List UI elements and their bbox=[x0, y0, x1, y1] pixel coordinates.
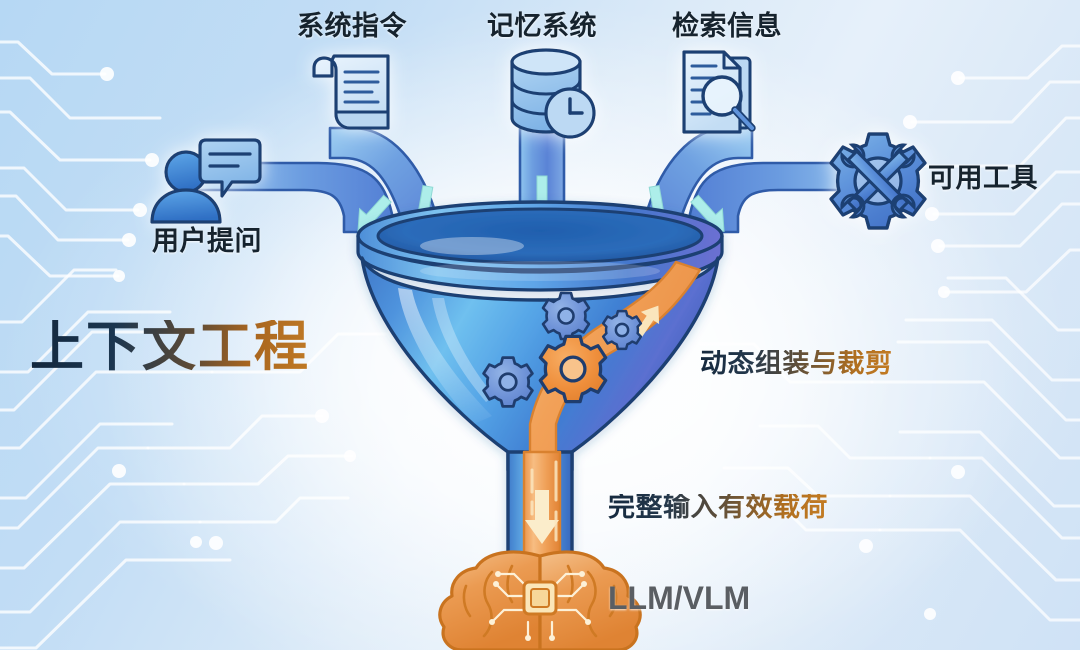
label-retrieval-info: 检索信息 bbox=[672, 11, 782, 41]
brain-folds bbox=[462, 564, 618, 638]
stream-arrow-lower bbox=[525, 490, 559, 544]
gear-blue-upper bbox=[541, 291, 591, 341]
label-memory-system: 记忆系统 bbox=[487, 11, 597, 41]
gear-wrenches-icon bbox=[829, 132, 927, 230]
gear-orange-main bbox=[538, 334, 608, 404]
stream-arrow-upper bbox=[635, 305, 660, 337]
label-user-question: 用户提问 bbox=[152, 226, 262, 256]
label-llm-vlm: LLM/VLM bbox=[608, 580, 751, 616]
clock-hands bbox=[568, 97, 584, 115]
magnifier-lens bbox=[701, 75, 743, 117]
chat-bubble-lines bbox=[208, 152, 252, 168]
brain-chip-icon bbox=[438, 550, 642, 650]
user-chat-bubble-icon bbox=[150, 138, 262, 224]
scroll-text-lines bbox=[343, 70, 380, 104]
label-available-tools: 可用工具 bbox=[928, 163, 1038, 193]
database-clock-icon bbox=[510, 48, 596, 139]
gear-cluster bbox=[482, 291, 643, 408]
label-dynamic-assembly: 动态组装与裁剪 bbox=[700, 348, 893, 378]
wrench-b bbox=[840, 143, 916, 219]
brain-circuit-traces bbox=[492, 572, 588, 638]
label-full-payload: 完整输入有效载荷 bbox=[608, 492, 828, 522]
stream-flow-ticks bbox=[530, 460, 558, 542]
brain-circuit-nodes bbox=[489, 571, 591, 641]
label-system-instructions: 系统指令 bbox=[297, 11, 407, 41]
scroll-document-icon bbox=[312, 54, 390, 130]
gear-blue-right bbox=[601, 309, 643, 351]
page-title: 上下文工程 bbox=[30, 317, 310, 377]
gear-blue-lower bbox=[482, 356, 534, 408]
document-magnifier-icon bbox=[682, 50, 756, 134]
